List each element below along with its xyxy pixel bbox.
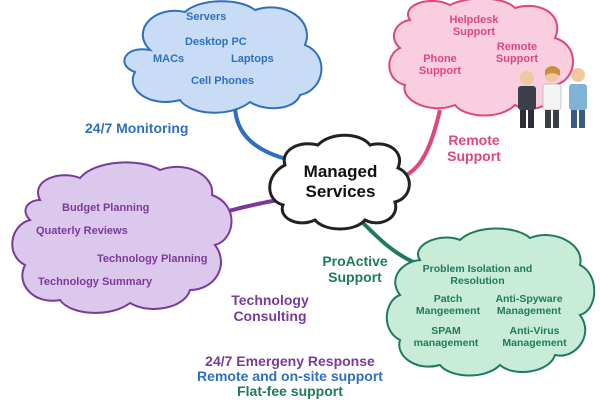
remote-label: Remote Support (438, 132, 510, 164)
consulting-label: Technology Consulting (220, 292, 320, 324)
proactive-item-spam: SPAM management (410, 325, 482, 349)
proactive-item-antispyware: Anti-Spyware Management (489, 293, 569, 317)
monitoring-item-desktop: Desktop PC (185, 36, 247, 48)
consulting-label-line2: Consulting (233, 308, 307, 324)
remote-item-phone-line2: Support (418, 65, 462, 77)
proactive-cloud (385, 227, 596, 377)
proactive-item-patch-line2: Mangeement (415, 305, 481, 317)
remote-label-line1: Remote (448, 132, 500, 148)
monitoring-item-macs: MACs (153, 53, 185, 65)
center-cloud (268, 133, 411, 231)
monitoring-label: 24/7 Monitoring (85, 120, 189, 136)
remote-item-phone: Phone Support (408, 53, 472, 77)
consulting-item-planning: Technology Planning (97, 253, 208, 265)
proactive-item-patch: Patch Mangeement (413, 293, 483, 317)
remote-item-phone-line1: Phone (423, 53, 457, 65)
bottom-line1: 24/7 Emergeny Response (205, 353, 375, 369)
consulting-item-summary: Technology Summary (38, 276, 153, 288)
proactive-item-antivirus: Anti-Virus Management (497, 325, 572, 349)
proactive-item-antispyware-line2: Management (496, 305, 562, 317)
proactive-label: ProActive Support (312, 253, 398, 285)
connector-monitoring (233, 104, 291, 162)
consulting-item-reviews: Quaterly Reviews (36, 225, 128, 237)
bottom-line2: Remote and on-site support (197, 368, 383, 384)
proactive-item-problem: Problem Isolation and Resolution (415, 263, 540, 287)
center-title: Managed Services (288, 162, 393, 202)
remote-item-helpdesk-line2: Support (452, 26, 496, 38)
remote-label-line2: Support (447, 148, 501, 164)
proactive-label-line1: ProActive (322, 253, 388, 269)
proactive-label-line2: Support (328, 269, 382, 285)
consulting-label-line1: Technology (231, 292, 309, 308)
bottom-text: 24/7 Emergeny Response Remote and on-sit… (150, 354, 430, 399)
consulting-item-budget: Budget Planning (62, 202, 150, 214)
center-line2: Services (305, 182, 376, 201)
monitoring-item-cellphones: Cell Phones (191, 75, 254, 87)
proactive-item-antispyware-line1: Anti-Spyware (495, 293, 563, 305)
remote-item-remote-line2: Support (495, 53, 539, 65)
remote-item-helpdesk: Helpdesk Support (434, 14, 514, 38)
people-icon (518, 66, 587, 128)
remote-item-remote-line1: Remote (496, 41, 538, 53)
monitoring-item-servers: Servers (186, 11, 227, 23)
proactive-item-problem-line2: Resolution (450, 275, 505, 287)
remote-item-remote: Remote Support (487, 41, 547, 65)
proactive-item-spam-line1: SPAM (431, 325, 461, 337)
proactive-item-spam-line2: management (413, 337, 479, 349)
proactive-item-antivirus-line1: Anti-Virus (509, 325, 560, 337)
center-line1: Managed (303, 162, 378, 181)
monitoring-item-laptops: Laptops (231, 53, 274, 65)
monitoring-cloud (123, 0, 323, 114)
remote-item-helpdesk-line1: Helpdesk (449, 14, 499, 26)
proactive-item-patch-line1: Patch (433, 293, 463, 305)
proactive-item-problem-line1: Problem Isolation and (422, 263, 533, 275)
bottom-line3: Flat-fee support (237, 383, 343, 399)
consulting-cloud (11, 161, 233, 314)
proactive-item-antivirus-line2: Management (502, 337, 567, 349)
